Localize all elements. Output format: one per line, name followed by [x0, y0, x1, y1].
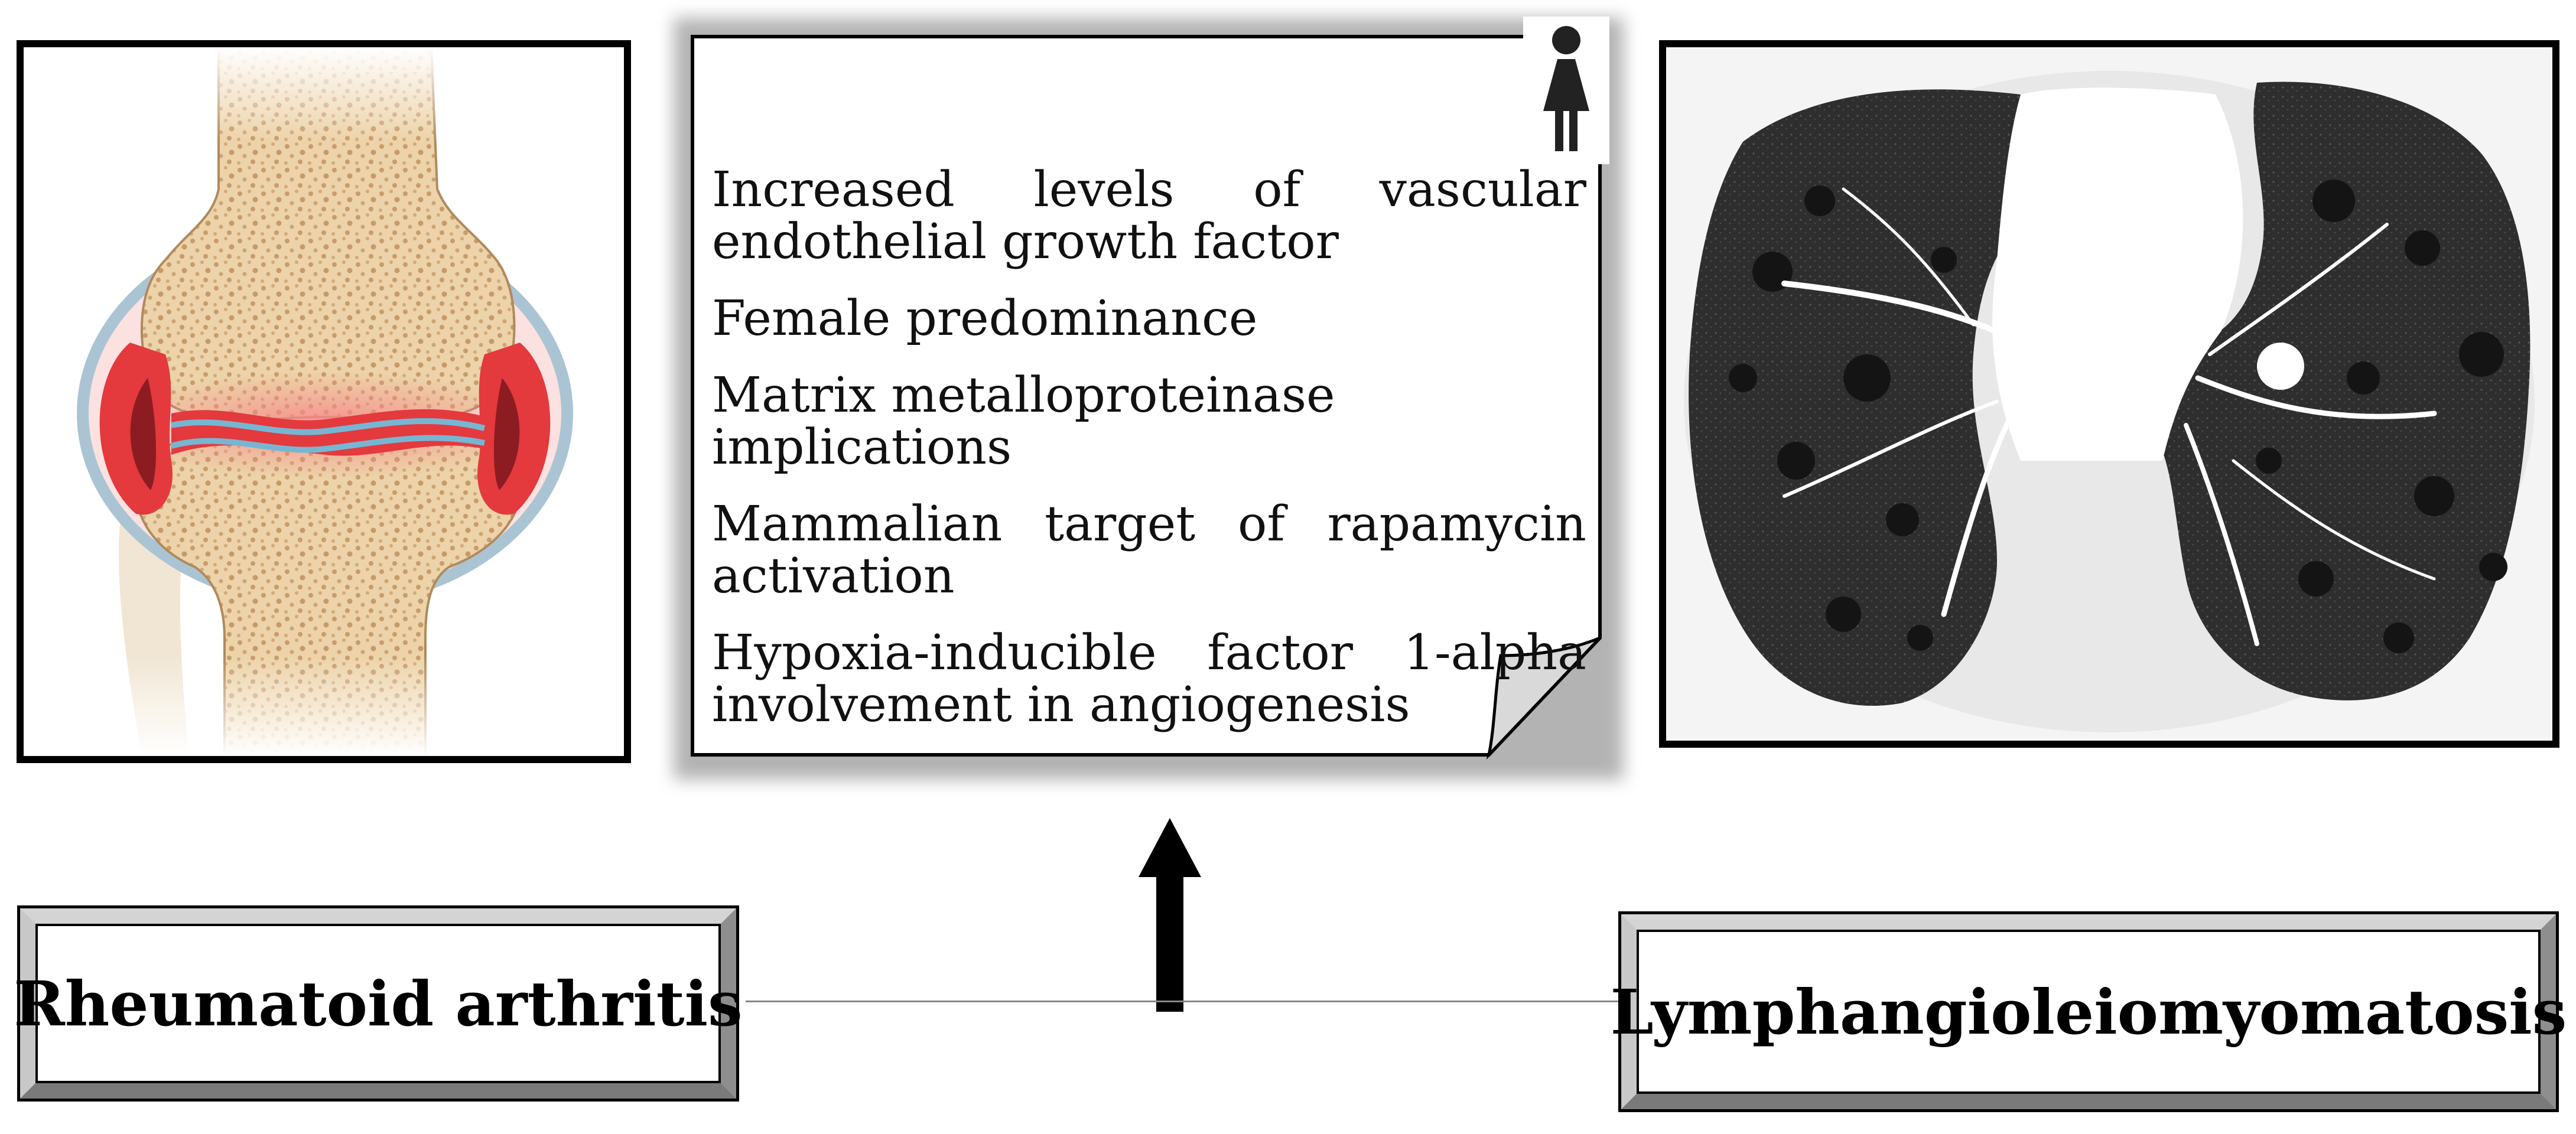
note-item: Increased levels of vascular endothelial…: [712, 162, 1586, 270]
folded-note: [691, 35, 1602, 760]
rheumatoid-arthritis-label-box: Rheumatoid arthritis: [14, 905, 743, 1102]
knee-joint-image: [24, 47, 624, 756]
lung-ct-image: [1666, 47, 2552, 741]
note-item: Mammalian target of rapamycin activation: [712, 496, 1586, 604]
lymphangioleiomyomatosis-label-box: Lymphangioleiomyomatosis: [1611, 911, 2567, 1112]
note-item: Hypoxia-inducible factor 1-alpha involve…: [712, 625, 1586, 733]
note-item: Female predominance: [712, 291, 1258, 347]
joint-illustration-panel: [17, 40, 631, 763]
rheumatoid-arthritis-label: Rheumatoid arthritis: [14, 924, 743, 1083]
female-icon: [1523, 17, 1609, 164]
note-item: Matrix metalloproteinase implications: [712, 367, 1335, 475]
lung-ct-panel: [1659, 40, 2559, 748]
mediastinum: [1992, 87, 2243, 461]
lymphangioleiomyomatosis-label: Lymphangioleiomyomatosis: [1611, 930, 2567, 1094]
connector-line: [746, 1001, 1620, 1002]
lung-vessels: [1781, 187, 2437, 646]
right-lung: [1689, 89, 2210, 706]
up-arrow-icon: [1139, 818, 1201, 1012]
page-curl: [1486, 636, 1601, 760]
note-list: Increased levels of vascular endothelial…: [712, 164, 1586, 756]
